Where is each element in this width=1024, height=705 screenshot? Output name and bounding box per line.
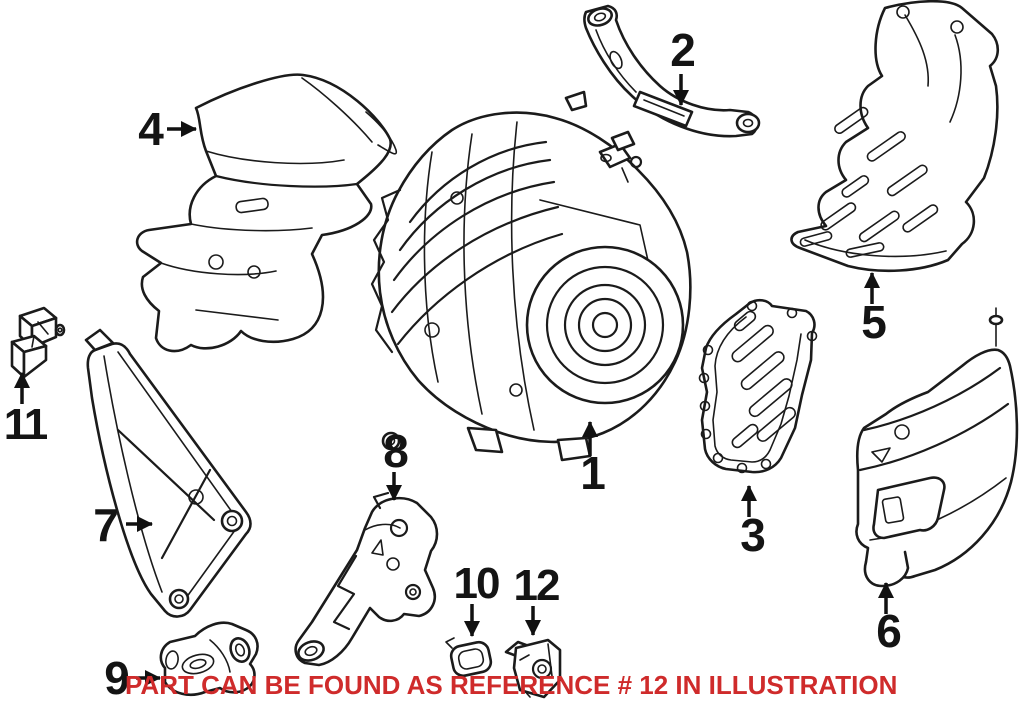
part-9-drawing xyxy=(159,621,259,696)
part-11-drawing xyxy=(10,306,66,379)
part-6-drawing xyxy=(855,307,1019,588)
part-4-drawing xyxy=(135,73,398,353)
part-1-drawing xyxy=(370,111,692,462)
callout-7-number: 7 xyxy=(93,499,119,551)
callout-8-number: 8 xyxy=(383,425,409,477)
callout-1-number: 1 xyxy=(580,447,606,499)
callout-4-number: 4 xyxy=(138,103,164,155)
callout-2-number: 2 xyxy=(670,24,696,76)
part-2-drawing xyxy=(564,4,761,138)
callout-5-number: 5 xyxy=(861,296,887,348)
callout-6-number: 6 xyxy=(876,605,902,657)
part-3-drawing xyxy=(698,298,818,474)
callout-11-number: 11 xyxy=(3,400,48,449)
part-5-drawing xyxy=(790,0,1000,273)
callout-arrows xyxy=(13,74,894,686)
callout-9-number: 9 xyxy=(104,652,130,704)
callout-10-number: 10 xyxy=(453,559,501,608)
callout-3-number: 3 xyxy=(740,509,766,561)
part-12-drawing xyxy=(504,638,562,699)
reference-note: PART CAN BE FOUND AS REFERENCE # 12 IN I… xyxy=(125,670,898,700)
callout-12-number: 12 xyxy=(513,561,561,610)
part-7-drawing xyxy=(84,328,252,618)
part-8-drawing xyxy=(294,491,439,667)
part-10-drawing xyxy=(445,637,493,678)
